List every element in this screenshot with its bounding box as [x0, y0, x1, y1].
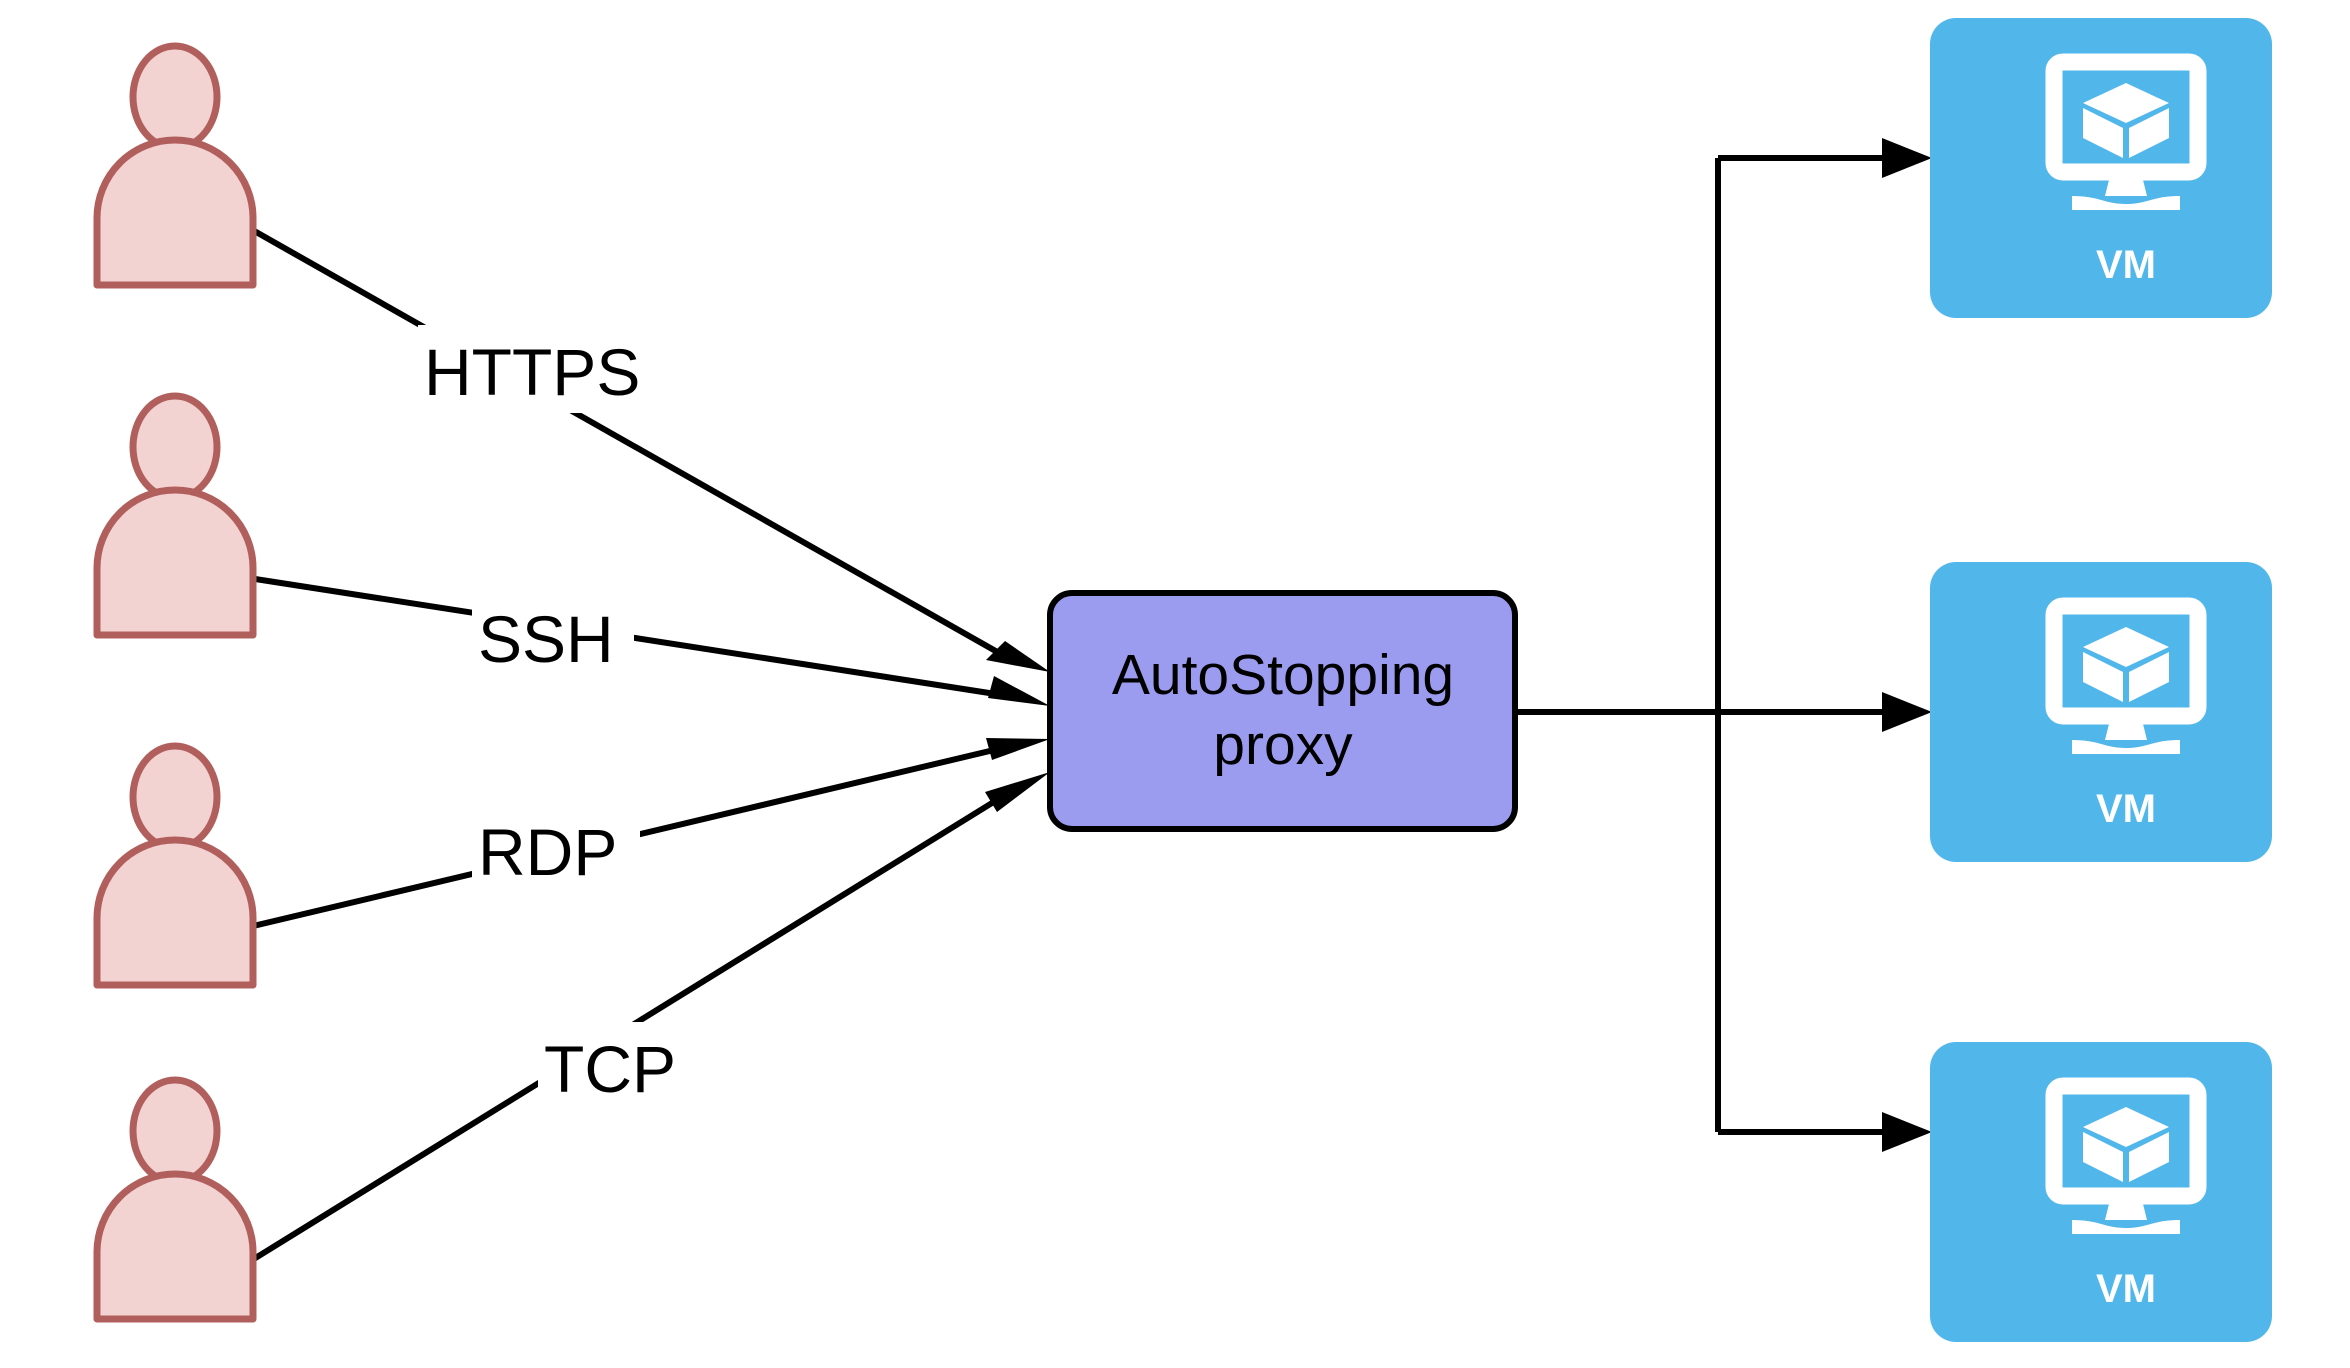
edge-proxy-to-vms — [1515, 138, 1932, 1152]
edge-ssh-arrowhead — [988, 676, 1050, 706]
actor-head-icon — [129, 1076, 221, 1186]
vm-tile-label: VM — [2096, 787, 2156, 831]
cube-right-face — [2129, 1132, 2169, 1182]
cube-top-face — [2083, 627, 2169, 667]
actor-head-icon — [129, 42, 221, 152]
edge-https — [247, 225, 1050, 672]
monitor-cube-icon — [2045, 1077, 2207, 1234]
cube-top-face — [2083, 83, 2169, 123]
edge-proxy-to-vm3-arrowhead — [1882, 1112, 1932, 1152]
vm-tile-label: VM — [2096, 1267, 2156, 1311]
edge-proxy-to-vm2-arrowhead — [1882, 692, 1932, 732]
vm-tile-1[interactable]: VM — [1930, 18, 2272, 318]
actor-head-icon — [129, 392, 221, 502]
cube-left-face — [2083, 652, 2123, 702]
actor-3[interactable] — [93, 742, 257, 989]
vm-tile-label: VM — [2096, 243, 2156, 287]
edge-label-ssh-text: SSH — [478, 602, 614, 676]
cube-right-face — [2129, 652, 2169, 702]
cube-right-face — [2129, 108, 2169, 158]
cube-left-face — [2083, 1132, 2123, 1182]
actor-body-icon — [93, 1170, 257, 1323]
autostopping-proxy-node[interactable]: AutoStopping proxy — [1047, 590, 1518, 832]
monitor-base — [2072, 740, 2180, 754]
proxy-box[interactable] — [1047, 590, 1518, 832]
edge-label-https-text: HTTPS — [424, 335, 640, 409]
cube-top-face — [2083, 1107, 2169, 1147]
vm-tile-3[interactable]: VM — [1930, 1042, 2272, 1342]
edge-rdp-arrowhead — [986, 738, 1050, 760]
actor-4[interactable] — [93, 1076, 257, 1323]
edge-label-rdp-mask — [472, 805, 640, 893]
monitor-neck — [2105, 716, 2147, 740]
edge-label-https-mask — [418, 325, 650, 413]
vm-tile-2[interactable]: VM — [1930, 562, 2272, 862]
edge-proxy-to-vm1-arrowhead — [1882, 138, 1932, 178]
edge-label-tcp-mask — [538, 1022, 698, 1110]
monitor-neck — [2105, 172, 2147, 196]
actor-body-icon — [93, 136, 257, 289]
edge-https-arrowhead — [986, 641, 1050, 672]
proxy-label-line1: AutoStopping — [1112, 643, 1454, 707]
actor-body-icon — [93, 486, 257, 639]
actor-body-icon — [93, 836, 257, 989]
edge-label-ssh: SSH — [472, 592, 634, 680]
edge-label-tcp: TCP — [538, 1022, 698, 1110]
monitor-base — [2072, 196, 2180, 210]
monitor-cube-icon — [2045, 53, 2207, 210]
monitor-base — [2072, 1220, 2180, 1234]
edge-rdp — [248, 738, 1050, 930]
edge-https-line — [247, 225, 1017, 665]
edge-tcp — [247, 772, 1050, 1265]
edge-label-tcp-text: TCP — [544, 1032, 676, 1106]
edge-ssh — [248, 575, 1050, 706]
monitor-neck — [2105, 1196, 2147, 1220]
actor-1[interactable] — [93, 42, 257, 289]
edge-label-https: HTTPS — [418, 325, 650, 413]
proxy-label-line2: proxy — [1213, 713, 1353, 777]
cube-left-face — [2083, 108, 2123, 158]
actor-2[interactable] — [93, 392, 257, 639]
edge-label-rdp: RDP — [472, 805, 640, 893]
edge-label-ssh-mask — [472, 592, 634, 680]
actor-head-icon — [129, 742, 221, 852]
edge-tcp-arrowhead — [985, 772, 1050, 812]
monitor-cube-icon — [2045, 597, 2207, 754]
edge-label-rdp-text: RDP — [478, 815, 617, 889]
